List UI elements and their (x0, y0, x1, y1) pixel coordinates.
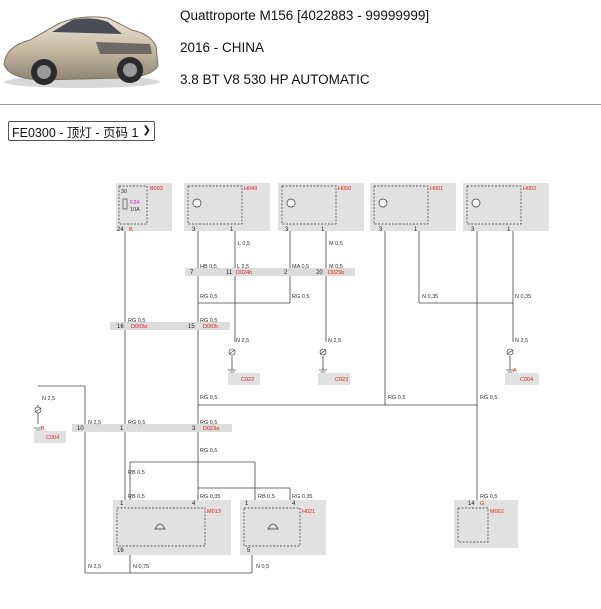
wire-rb05-a: RB 0,5 (128, 470, 145, 476)
wiring-diagram: B003 30 F24 10A H049 H050 H001 H002 M013… (34, 183, 549, 574)
pin-15: 15 (188, 324, 195, 330)
ground-pin-b: B (41, 426, 45, 432)
pin-1-h001: 1 (414, 227, 418, 233)
pin-16-d003a: 16 (117, 324, 124, 330)
wire-rg05-b: RG 0,5 (292, 294, 309, 300)
wire-n25-d: N 2,5 (42, 396, 55, 402)
wire-n035-a: N 0,35 (422, 294, 438, 300)
d025b-label: D025b (328, 270, 344, 276)
wire-rg05-j: RG 0,5 (200, 448, 217, 454)
pin-5: 5 (247, 548, 251, 554)
m013-label: M013 (207, 509, 221, 515)
car-image (3, 16, 160, 88)
page-select[interactable]: FE0300 - 顶灯 - 页码 1 ❯ (8, 121, 155, 141)
wire-rb05-b: RB 0,5 (128, 494, 145, 500)
pin-3-h001: 3 (379, 227, 383, 233)
d003c-label: D003c (203, 324, 219, 330)
pin-1-h002: 1 (507, 227, 511, 233)
wire-ma05: MA 0,5 (292, 264, 309, 270)
b003-label: B003 (150, 186, 163, 192)
pin-3-h050: 3 (285, 227, 289, 233)
wire-n05: N 0,5 (256, 564, 269, 570)
wire-rg05-h: RG 0,5 (128, 420, 145, 426)
wire-n25-e: N 2,5 (88, 420, 101, 426)
vehicle-engine: 3.8 BT V8 530 HP AUTOMATIC (180, 72, 370, 87)
wire-n25-b: N 2,5 (328, 338, 341, 344)
wire-l25: L 2,5 (237, 264, 249, 270)
wire-n035-b: N 0,35 (515, 294, 531, 300)
h001-label: H001 (430, 186, 443, 192)
wire-rg05-c: RG 0,5 (128, 318, 145, 324)
pin-4-h021: 4 (292, 501, 296, 507)
d024b-label: D024b (236, 270, 252, 276)
lamp-icon (192, 198, 481, 208)
fuse-f24-label: F24 (130, 200, 139, 206)
wire-rg035-b: RG 0,35 (292, 494, 312, 500)
pin-24: 24 (117, 227, 124, 233)
pin-16-m013: 16 (117, 548, 124, 554)
wire-m05-b: M 0,5 (329, 264, 343, 270)
h002-label: H002 (523, 186, 536, 192)
wire-m05: M 0,5 (329, 241, 343, 247)
pin-11: 11 (226, 270, 233, 276)
wire-rg05-f: RG 0,5 (388, 395, 405, 401)
fuse-30-label: 30 (121, 189, 127, 195)
pin-1-h049: 1 (230, 227, 234, 233)
wire-n25-c: N 2,5 (515, 338, 528, 344)
pin-10: 10 (77, 426, 84, 432)
b003-pin-b: B (129, 227, 133, 233)
pin-1-m013: 1 (120, 501, 124, 507)
chevron-down-icon: ❯ (142, 125, 151, 136)
courtesy-light-icon (154, 523, 279, 530)
wire-hb05: HB 0,5 (200, 264, 217, 270)
wire-n25-f: N 2,5 (88, 564, 101, 570)
vehicle-model: Quattroporte M156 [4022883 - 99999999] (180, 8, 430, 23)
pin-4-m013: 4 (192, 501, 196, 507)
page-select-value: FE0300 - 顶灯 - 页码 1 (12, 125, 139, 140)
c004-pin-a: A (513, 368, 517, 374)
pin-1-h050: 1 (321, 227, 325, 233)
pin-7: 7 (190, 270, 194, 276)
ground-icon (34, 348, 514, 433)
c004-label-a: C004 (520, 377, 533, 383)
c023-label: C023 (335, 377, 348, 383)
pin-1-h021: 1 (245, 501, 249, 507)
pin-20: 20 (316, 270, 323, 276)
vehicle-header: Quattroporte M156 [4022883 - 99999999] 2… (0, 0, 601, 104)
d023a-label: D023a (203, 426, 220, 432)
h050-label: H050 (338, 186, 351, 192)
wire-l05: L 0,5 (238, 241, 250, 247)
wire-n25-a: N 2,5 (236, 338, 249, 344)
pin-2: 2 (284, 270, 288, 276)
fuse-amp-label: 10A (130, 207, 140, 213)
h021-label: H021 (302, 509, 315, 515)
h049-label: H049 (244, 186, 257, 192)
header-divider (0, 104, 601, 105)
d003a-label: D003a (131, 324, 148, 330)
wire-rg05-a: RG 0,5 (200, 294, 217, 300)
wire-rg05-k: RG 0,5 (480, 494, 497, 500)
pin-3-d023a: 3 (192, 426, 196, 432)
wire-rb05-c: RB 0,5 (258, 494, 275, 500)
pin-3-h049: 3 (192, 227, 196, 233)
pin-3-h002: 3 (471, 227, 475, 233)
wire-rg05-i: RG 0,5 (200, 420, 217, 426)
wire-rg035-a: RG 0,35 (200, 494, 220, 500)
wire-rg05-g: RG 0,5 (480, 395, 497, 401)
vehicle-year-market: 2016 - CHINA (180, 40, 265, 55)
pin-1-d023a: 1 (120, 426, 124, 432)
wire-rg05-d: RG 0,5 (200, 318, 217, 324)
c004-label-b: C004 (46, 435, 59, 441)
c022-label: C022 (241, 377, 254, 383)
wire-rg05-e: RG 0,5 (200, 395, 217, 401)
wire-n075: N 0,75 (133, 564, 149, 570)
m002-pin-g: G (480, 501, 484, 507)
pin-14: 14 (468, 501, 475, 507)
m002-label: M002 (490, 509, 504, 515)
